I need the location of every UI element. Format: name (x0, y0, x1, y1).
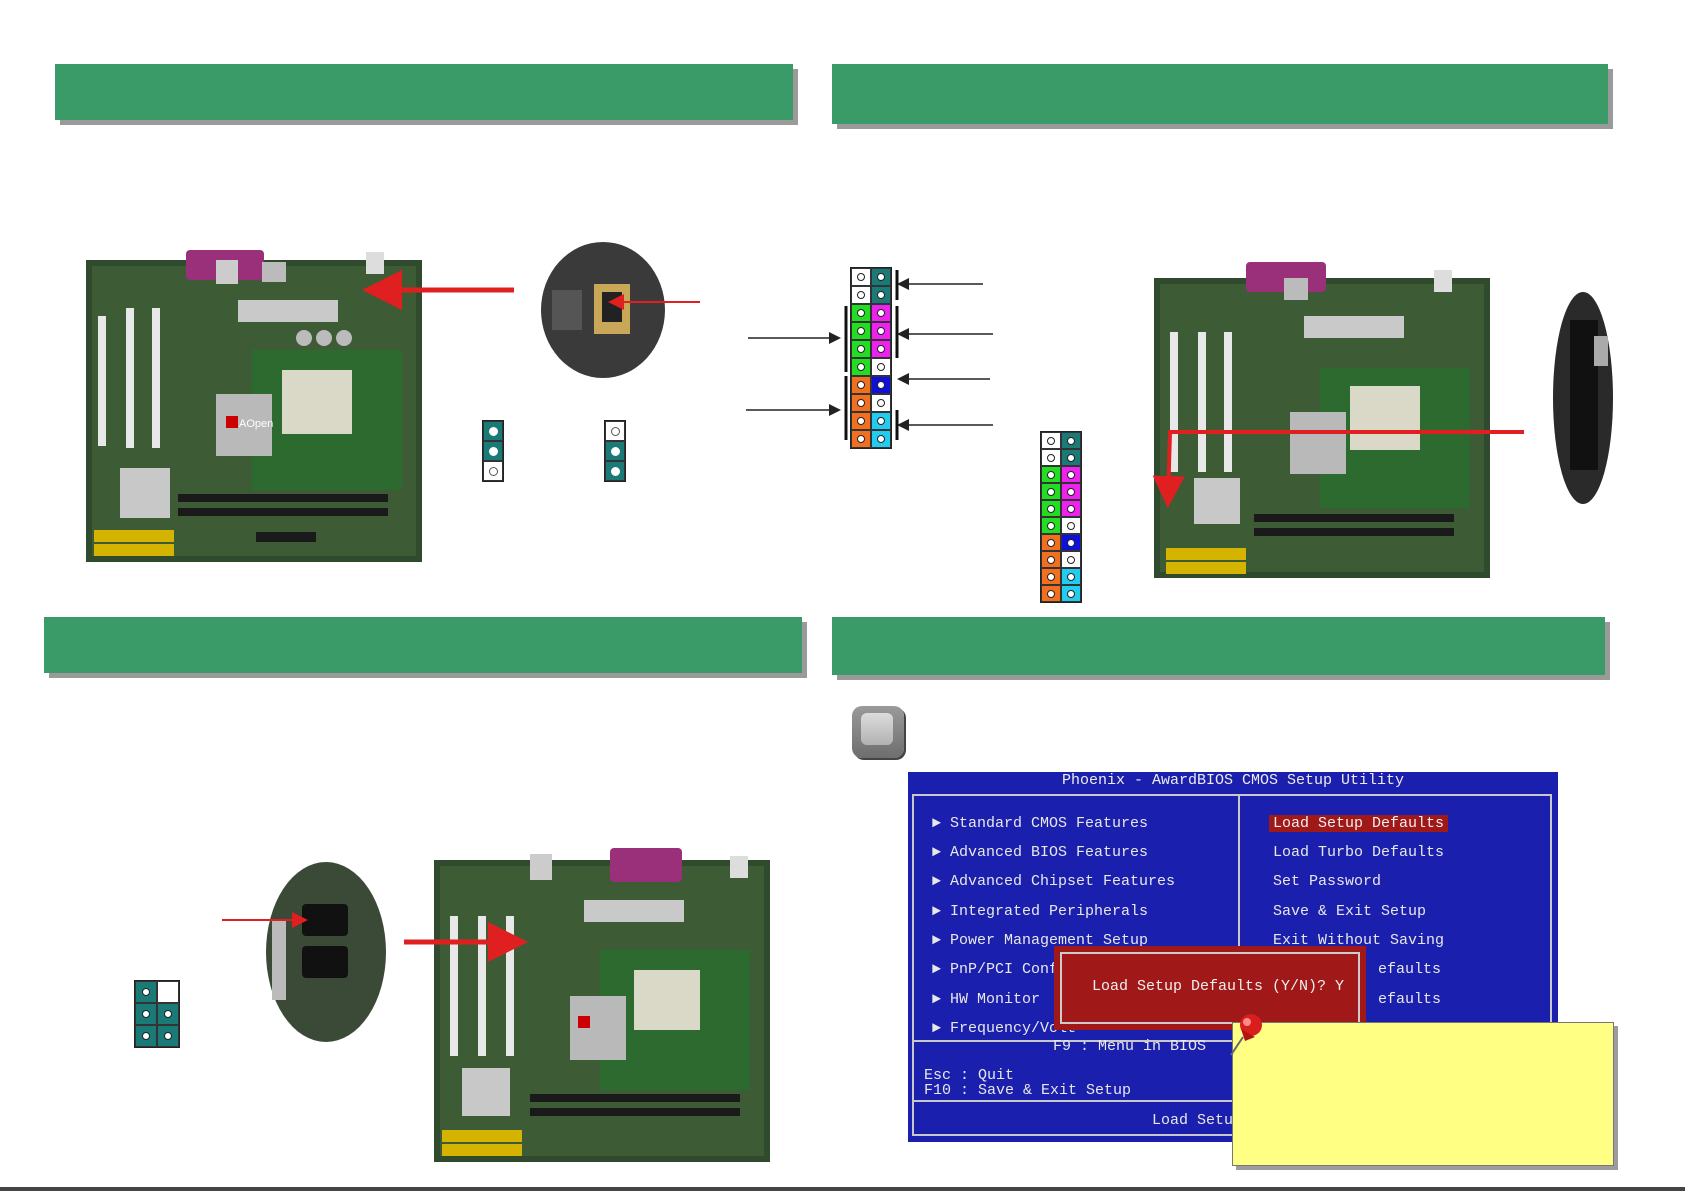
page-bottom-rule (0, 1187, 1685, 1191)
keycap-icon (852, 706, 904, 758)
bios-f10-hint: F10 : Save & Exit Setup (924, 1082, 1132, 1099)
bios-menu-item[interactable]: Exit Without Saving (1273, 932, 1445, 949)
bios-menu-item[interactable]: Load Turbo Defaults (1273, 844, 1445, 861)
connector-zoom-photo (541, 242, 665, 378)
bios-f9-hint: F9 : Menu in BIOS (1053, 1038, 1207, 1055)
motherboard-image-top-left: AOpen (86, 250, 422, 562)
header-zoom-photo (1553, 292, 1613, 504)
section-header-bottom-left (44, 617, 802, 673)
section-header-top-left (55, 64, 793, 120)
pushpin-icon (1230, 1014, 1262, 1056)
bios-menu-item[interactable]: ► HW Monitor (932, 991, 1041, 1008)
bios-title: Phoenix - AwardBIOS CMOS Setup Utility (908, 772, 1558, 790)
jumper-pin (483, 421, 503, 441)
pin-header-diagram-large (850, 267, 892, 449)
pin-header-diagram-small (1040, 431, 1082, 603)
bios-menu-item[interactable]: ► Standard CMOS Features (932, 815, 1149, 832)
bios-menu-item[interactable]: ► Power Management Setup (932, 932, 1149, 949)
jumper-diagram-pins-1-2 (482, 420, 504, 482)
bios-esc-hint: Esc : Quit (924, 1067, 1015, 1084)
bios-menu-item[interactable]: efaults (1378, 991, 1442, 1008)
motherboard-image-top-right (1154, 262, 1490, 578)
bios-menu-item[interactable]: ► Frequency/Volt (932, 1020, 1077, 1037)
bios-menu-item[interactable]: ► Integrated Peripherals (932, 903, 1149, 920)
jumper-pin (605, 461, 625, 481)
tip-note-box (1230, 1014, 1614, 1166)
section-header-bottom-right (832, 617, 1605, 675)
bios-footer: Load Setup (1152, 1112, 1243, 1129)
jumper-pin (483, 441, 503, 461)
section-header-top-right (832, 64, 1608, 124)
bios-menu-item[interactable]: Save & Exit Setup (1273, 903, 1427, 920)
aopen-logo-text: AOpen (239, 418, 273, 430)
jumper-zoom-photo (266, 862, 386, 1042)
jumper-pin (605, 421, 625, 441)
jumper-pin (483, 461, 503, 481)
motherboard-image-bottom (434, 848, 770, 1162)
bios-menu-item[interactable]: efaults (1378, 961, 1442, 978)
jumper-diagram-2x3 (134, 980, 180, 1048)
jumper-diagram-pins-2-3 (604, 420, 626, 482)
bios-confirm-dialog[interactable]: Load Setup Defaults (Y/N)? Y (1060, 952, 1360, 1024)
bios-menu-item[interactable]: ► Advanced BIOS Features (932, 844, 1149, 861)
bios-dialog-text: Load Setup Defaults (Y/N)? Y (1092, 978, 1345, 995)
jumper-pin (605, 441, 625, 461)
bios-menu-item[interactable]: ► Advanced Chipset Features (932, 873, 1176, 890)
bios-menu-item[interactable]: Set Password (1273, 873, 1382, 890)
bios-menu-item[interactable]: ► PnP/PCI Confi (932, 961, 1068, 978)
bios-menu-item-selected[interactable]: Load Setup Defaults (1269, 814, 1449, 834)
red-arrow-header (1152, 430, 1524, 508)
